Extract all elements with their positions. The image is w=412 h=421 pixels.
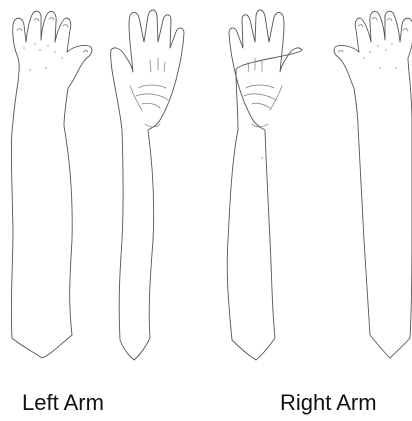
right-arm-back-view [334, 11, 412, 358]
left-arm-back-view [11, 11, 92, 358]
left-arm-label: Left Arm [22, 388, 104, 418]
right-arm-label: Right Arm [280, 388, 377, 418]
left-arm-palm-view [111, 10, 184, 360]
right-arm-palm-view [227, 10, 302, 360]
